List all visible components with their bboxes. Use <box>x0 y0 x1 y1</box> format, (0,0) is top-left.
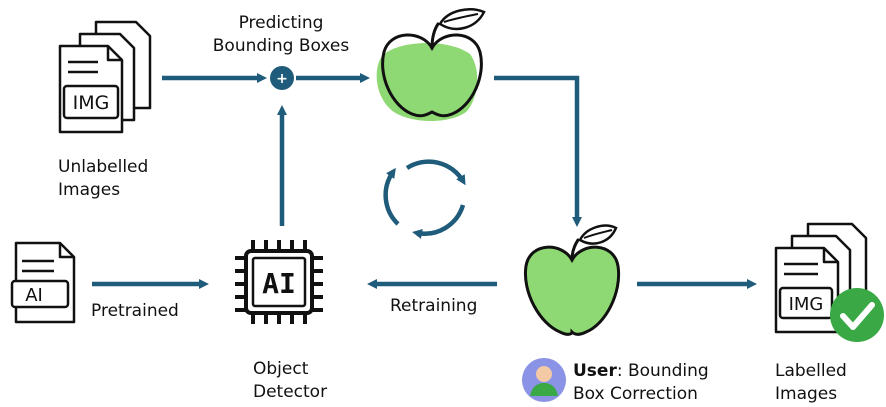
unlabelled-label-line2: Images <box>58 180 121 200</box>
corrected-apple-icon <box>523 224 621 336</box>
arrow-apple-to-user <box>494 75 582 227</box>
unlabelled-label-line1: Unlabelled <box>58 157 149 177</box>
unlabelled-images-label: Unlabelled Images <box>58 156 148 202</box>
checkmark-icon <box>830 288 884 342</box>
unlabelled-images-icon <box>58 20 152 134</box>
labelled-images-label: Labelled Images <box>775 360 847 406</box>
labelled-label-line2: Images <box>775 384 838 404</box>
merge-node-icon <box>270 66 294 90</box>
labelled-img-text: IMG <box>789 294 824 315</box>
user-correction-line2: Box Correction <box>573 384 698 404</box>
user-correction-line1: User: Bounding <box>573 360 709 383</box>
predicting-label-line1: Predicting <box>238 13 324 33</box>
unlabelled-img-text: IMG <box>73 92 110 114</box>
user-avatar-icon <box>522 358 566 402</box>
predicting-label-line2: Bounding Boxes <box>212 36 350 56</box>
labelled-images-icon <box>774 222 868 334</box>
pretrained-label: Pretrained <box>91 301 179 321</box>
predicting-label: Predicting Bounding Boxes <box>206 12 356 58</box>
cycle-icon <box>383 159 466 239</box>
object-detector-label: Object Detector <box>253 358 327 404</box>
merge-node-plus: + <box>276 71 288 87</box>
user-rest: : Bounding <box>616 361 709 381</box>
pretrained-file-icon <box>10 241 76 324</box>
retraining-label: Retraining <box>390 296 478 316</box>
pretrained-file-text: AI <box>25 285 43 306</box>
object-detector-line1: Object <box>253 359 309 379</box>
user-correction-label: User: Bounding Box Correction <box>573 360 709 406</box>
predicted-apple-icon <box>376 8 486 121</box>
user-bold: User <box>573 361 617 381</box>
object-detector-line2: Detector <box>253 382 328 402</box>
labelled-label-line1: Labelled <box>775 361 847 381</box>
ai-chip-icon <box>235 240 323 324</box>
ai-chip-text: AI <box>262 267 296 300</box>
